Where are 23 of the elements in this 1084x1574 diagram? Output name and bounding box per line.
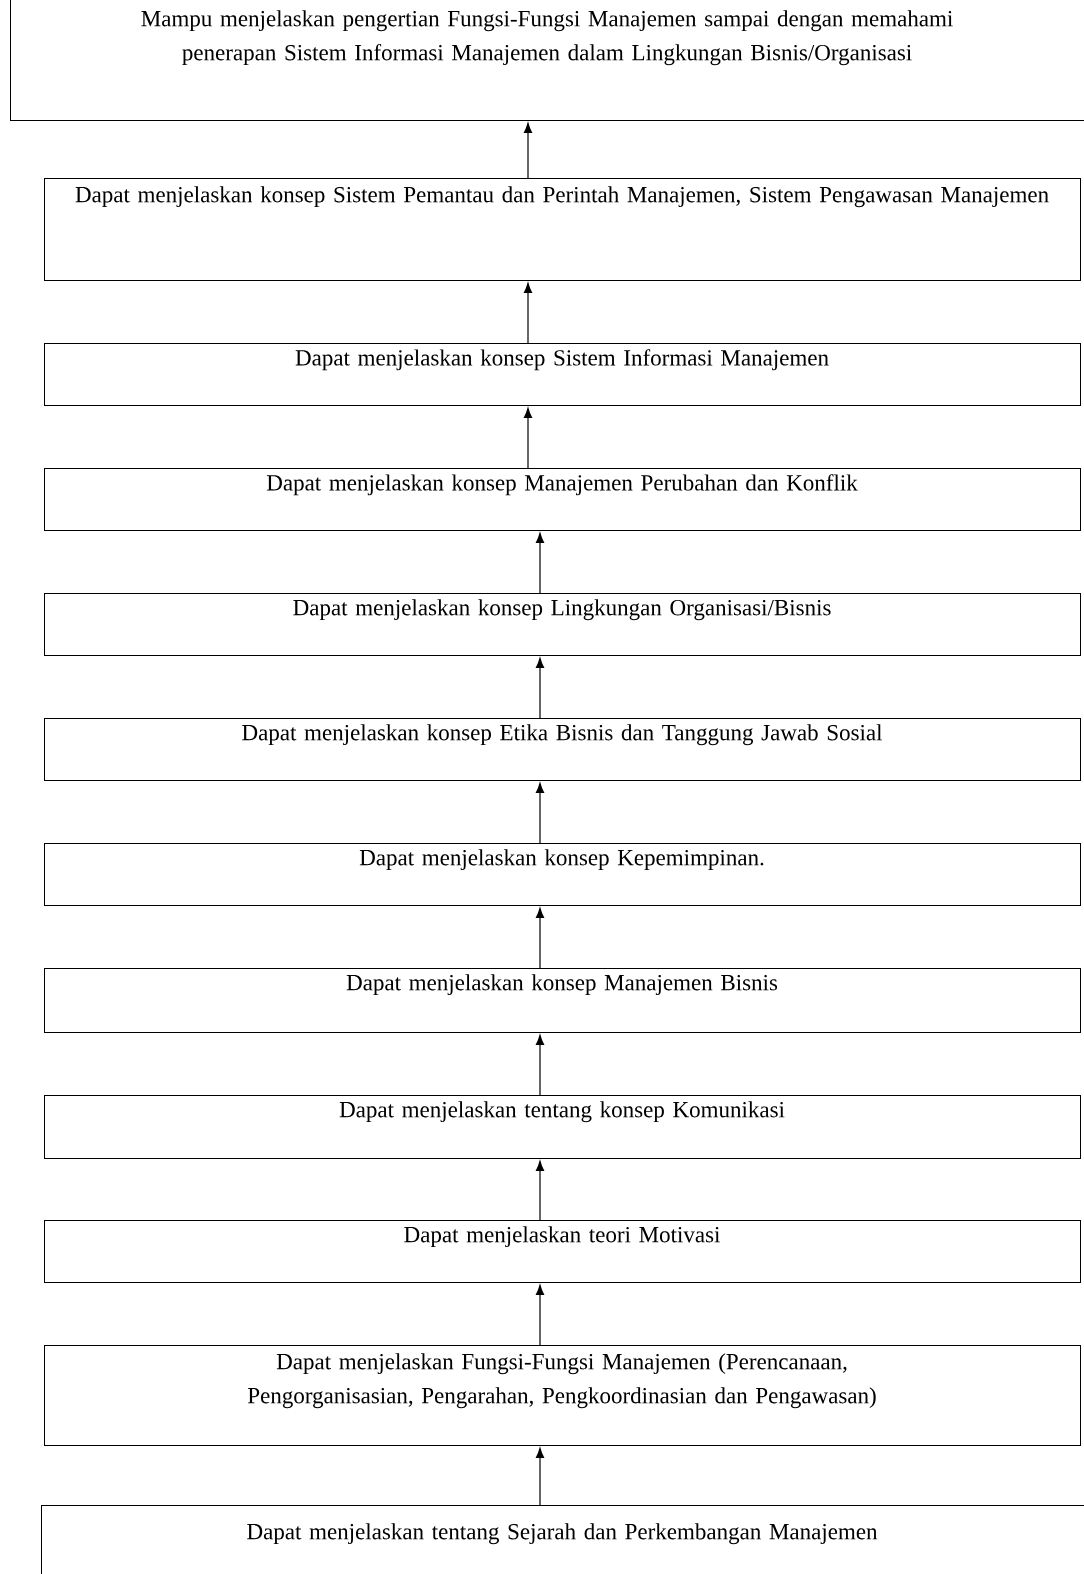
text-box: Dapat menjelaskan konsep Manajemen Bisnis	[44, 968, 1081, 1033]
text-box: Dapat menjelaskan tentang Sejarah dan Perkembangan Manajemen	[41, 1505, 1084, 1574]
text-box: Dapat menjelaskan Fungsi-Fungsi Manajemen (Perencanaan, Pengorganisasian, Pengarahan, Pengkoordinasian dan Pengawasan)	[44, 1345, 1081, 1446]
arrow	[523, 122, 533, 179]
arrow	[535, 907, 545, 969]
arrow	[535, 1447, 545, 1506]
text-box: Dapat menjelaskan konsep Manajemen Perubahan dan Konflik	[44, 468, 1081, 531]
text-box: Dapat menjelaskan konsep Etika Bisnis dan Tanggung Jawab Sosial	[44, 718, 1081, 781]
arrow	[523, 282, 533, 344]
text-box: Dapat menjelaskan konsep Sistem Pemantau dan Perintah Manajemen, Sistem Pengawasan Manajemen	[44, 178, 1081, 281]
arrow	[535, 657, 545, 719]
arrow	[535, 532, 545, 594]
text-box: Mampu menjelaskan pengertian Fungsi-Fungsi Manajemen sampai dengan memahami penerapan Sistem Informasi Manajemen dalam Lingkungan Bisnis/Organisasi	[10, 0, 1084, 121]
text-box: Dapat menjelaskan konsep Lingkungan Organisasi/Bisnis	[44, 593, 1081, 656]
text-box: Dapat menjelaskan konsep Kepemimpinan.	[44, 843, 1081, 906]
arrow	[535, 1160, 545, 1221]
text-box: Dapat menjelaskan tentang konsep Komunikasi	[44, 1095, 1081, 1159]
arrow	[535, 782, 545, 844]
arrow	[523, 407, 533, 469]
arrow	[535, 1034, 545, 1096]
arrow	[535, 1284, 545, 1346]
text-box: Dapat menjelaskan teori Motivasi	[44, 1220, 1081, 1283]
text-box: Dapat menjelaskan konsep Sistem Informasi Manajemen	[44, 343, 1081, 406]
